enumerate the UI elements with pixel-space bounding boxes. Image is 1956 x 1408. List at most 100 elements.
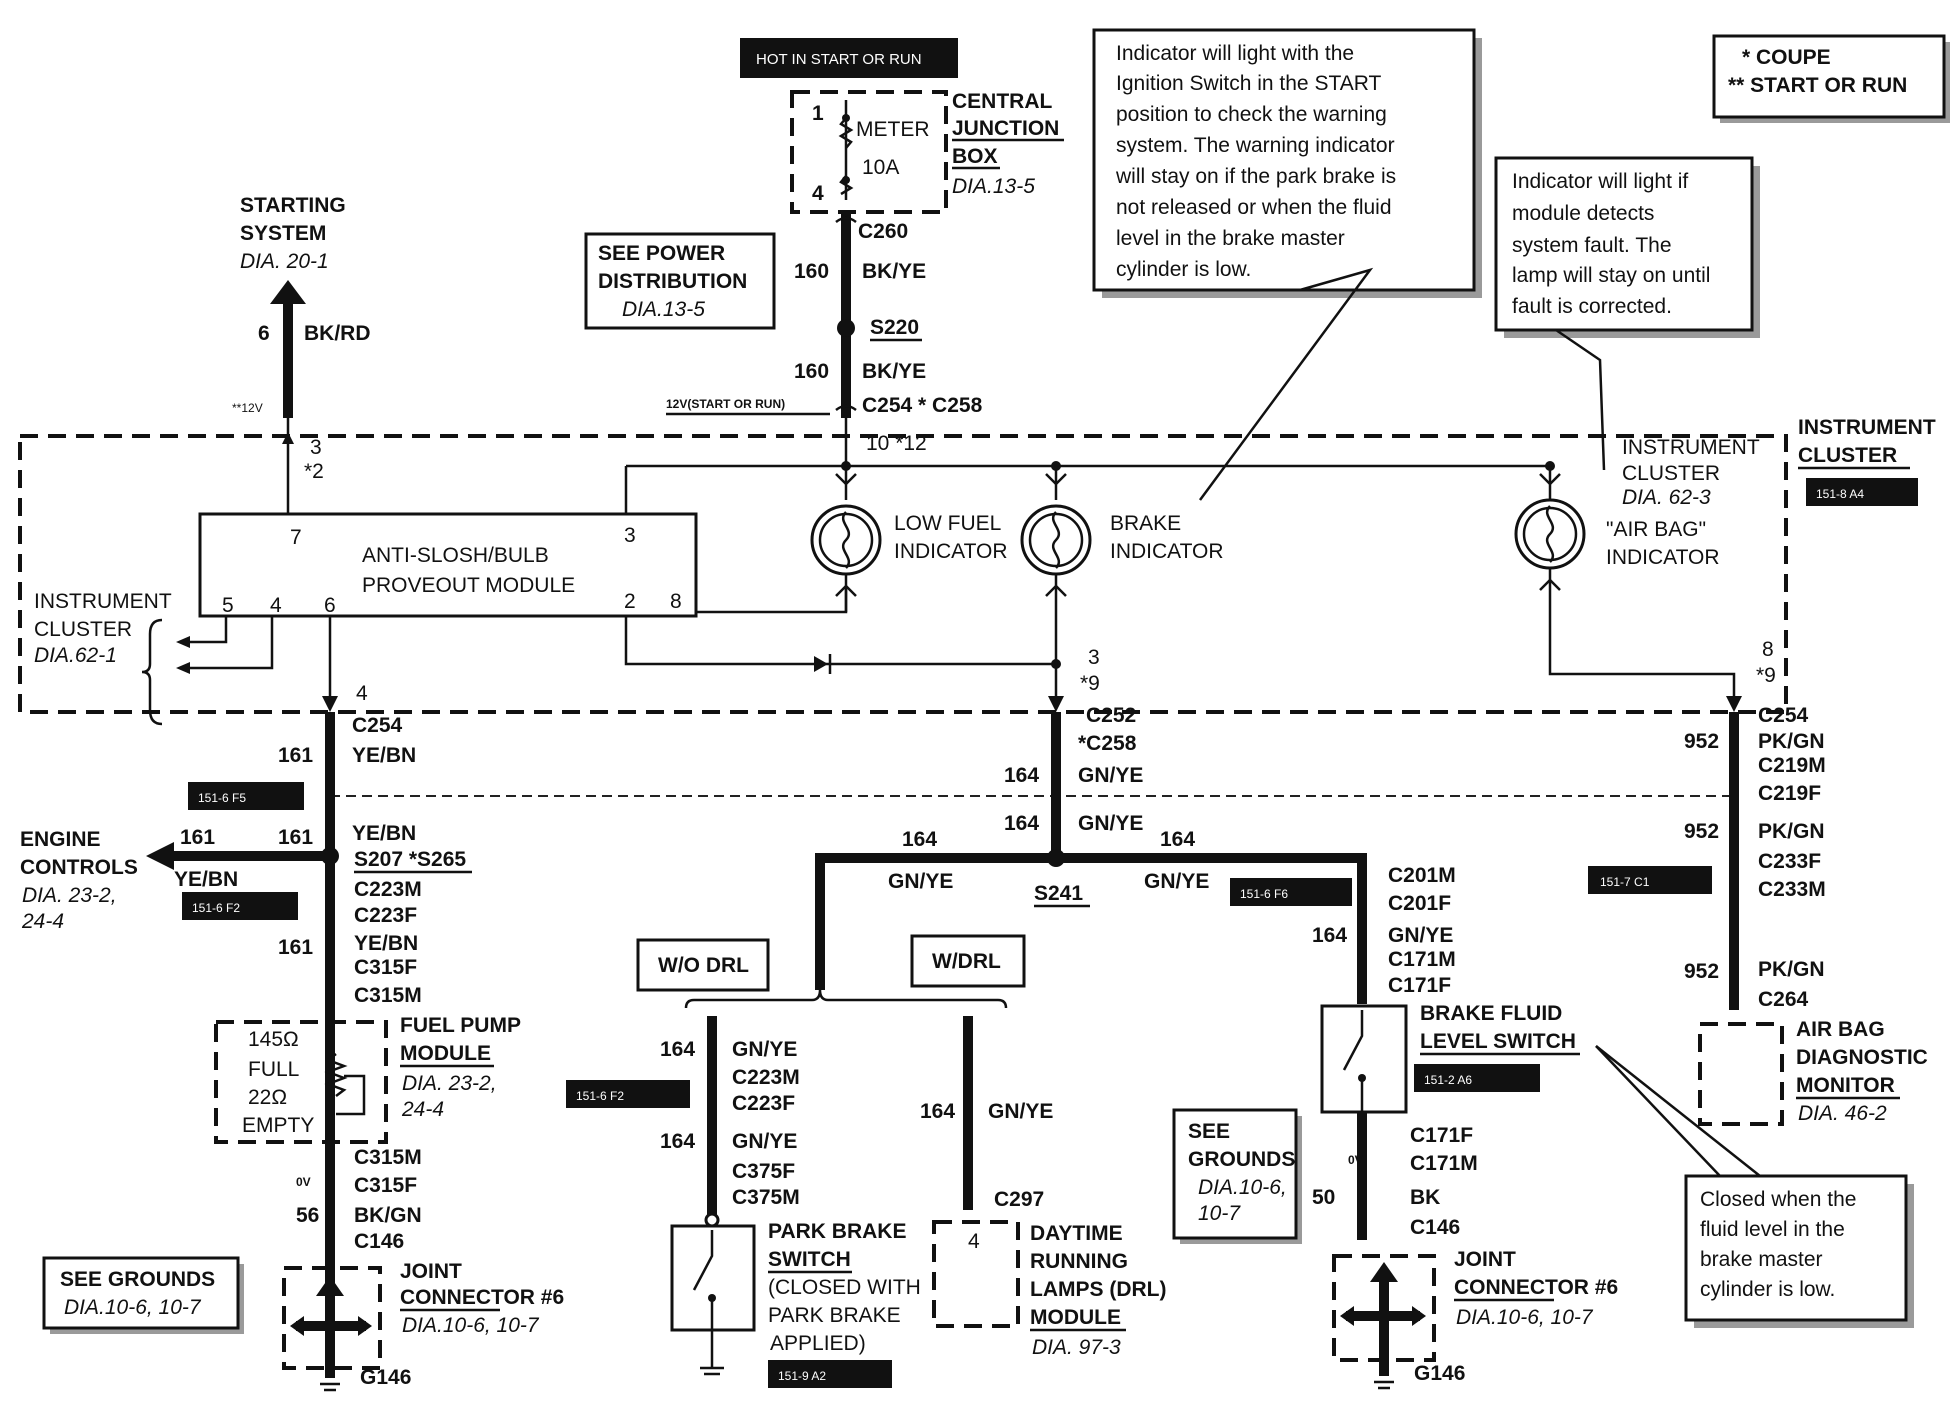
svg-text:GN/YE: GN/YE (732, 1038, 797, 1061)
svg-text:BK/RD: BK/RD (304, 322, 371, 345)
svg-text:952: 952 (1684, 960, 1719, 983)
svg-text:module detects: module detects (1512, 202, 1654, 225)
svg-text:*C258: *C258 (1078, 732, 1137, 755)
svg-text:level in the brake master: level in the brake master (1116, 227, 1345, 250)
svg-text:PK/GN: PK/GN (1758, 730, 1825, 753)
svg-text:DIA.13-5: DIA.13-5 (952, 175, 1035, 198)
svg-text:*9: *9 (1756, 664, 1776, 687)
svg-text:4: 4 (356, 682, 368, 705)
svg-text:INSTRUMENT: INSTRUMENT (1622, 436, 1760, 459)
park-brake-branch: 164 GN/YE C223M C223F 151-6 F2 164 GN/YE… (566, 1016, 921, 1388)
svg-text:G146: G146 (1414, 1362, 1465, 1385)
svg-text:DIA.10-6, 10-7: DIA.10-6, 10-7 (1456, 1306, 1594, 1329)
svg-text:151-6 F2: 151-6 F2 (576, 1089, 624, 1103)
svg-text:161: 161 (180, 826, 215, 849)
svg-text:system fault. The: system fault. The (1512, 234, 1672, 257)
svg-text:C171M: C171M (1388, 948, 1456, 971)
svg-text:C233M: C233M (1758, 878, 1826, 901)
svg-text:YE/BN: YE/BN (352, 744, 416, 767)
svg-text:Indicator will light with the: Indicator will light with the (1116, 42, 1354, 65)
svg-text:151-7 C1: 151-7 C1 (1600, 875, 1650, 889)
svg-text:EMPTY: EMPTY (242, 1114, 314, 1137)
svg-text:CONTROLS: CONTROLS (20, 856, 138, 879)
svg-text:GN/YE: GN/YE (988, 1100, 1053, 1123)
legend-start-run: ** START OR RUN (1728, 74, 1907, 97)
anti-slosh-module: ANTI-SLOSH/BULB PROVEOUT MODULE 7 3 5 4 … (198, 512, 698, 618)
svg-text:DIA. 97-3: DIA. 97-3 (1032, 1336, 1121, 1359)
fuse-name: METER (856, 118, 930, 141)
svg-text:CENTRAL: CENTRAL (952, 90, 1052, 113)
svg-text:BK: BK (1410, 1186, 1440, 1209)
svg-text:APPLIED): APPLIED) (770, 1332, 866, 1355)
svg-text:3: 3 (1088, 646, 1100, 669)
svg-text:not released or when the fluid: not released or when the fluid (1116, 196, 1392, 219)
svg-text:YE/BN: YE/BN (352, 822, 416, 845)
svg-text:ANTI-SLOSH/BULB: ANTI-SLOSH/BULB (362, 544, 549, 567)
svg-text:DIA. 23-2,: DIA. 23-2, (22, 884, 117, 907)
svg-text:CLUSTER: CLUSTER (1622, 462, 1720, 485)
svg-text:GN/YE: GN/YE (888, 870, 953, 893)
starting-system: STARTING SYSTEM DIA. 20-1 6 BK/RD **12V … (232, 194, 371, 483)
svg-text:INDICATOR: INDICATOR (894, 540, 1008, 563)
svg-text:S220: S220 (870, 316, 919, 339)
airbag-indicator-lamp: 8 *9 INSTRUMENT CLUSTER DIA. 62-3 "AIR B… (1514, 436, 1776, 712)
svg-text:C254 * C258: C254 * C258 (862, 394, 983, 417)
svg-text:952: 952 (1684, 730, 1719, 753)
svg-text:fluid level in the: fluid level in the (1700, 1218, 1845, 1241)
svg-text:SEE: SEE (1188, 1120, 1230, 1143)
svg-text:PK/GN: PK/GN (1758, 820, 1825, 843)
svg-text:0V: 0V (1348, 1153, 1363, 1167)
svg-text:GROUNDS: GROUNDS (1188, 1148, 1295, 1171)
svg-text:YE/BN: YE/BN (174, 868, 238, 891)
svg-text:SYSTEM: SYSTEM (240, 222, 326, 245)
svg-text:C223M: C223M (354, 878, 422, 901)
svg-text:164: 164 (1160, 828, 1195, 851)
svg-text:164: 164 (1004, 812, 1039, 835)
svg-text:INDICATOR: INDICATOR (1110, 540, 1224, 563)
svg-text:CLUSTER: CLUSTER (34, 618, 132, 641)
svg-text:DAYTIME: DAYTIME (1030, 1222, 1123, 1245)
svg-text:MONITOR: MONITOR (1796, 1074, 1895, 1097)
svg-text:YE/BN: YE/BN (354, 932, 418, 955)
svg-text:22Ω: 22Ω (248, 1086, 287, 1109)
drl-module-branch: 164 GN/YE C297 4 DAYTIME RUNNING LAMPS (… (920, 1016, 1166, 1359)
svg-text:JOINT: JOINT (1454, 1248, 1516, 1271)
svg-text:W/DRL: W/DRL (932, 950, 1001, 973)
legend-box: * COUPE ** START OR RUN (1712, 34, 1950, 123)
fuse-pin-1: 1 (812, 102, 824, 125)
svg-text:DIA.62-1: DIA.62-1 (34, 644, 117, 667)
svg-text:2: 2 (624, 590, 636, 613)
hot-label: HOT IN START OR RUN (740, 38, 958, 78)
brake-fluid-branch: C201M C201F 164 GN/YE C171M C171F BRAKE … (1172, 858, 1618, 1390)
svg-text:160: 160 (794, 260, 829, 283)
svg-text:(CLOSED WITH: (CLOSED WITH (768, 1276, 921, 1299)
svg-text:3: 3 (310, 436, 322, 459)
svg-text:C254: C254 (1758, 704, 1809, 727)
svg-text:AIR BAG: AIR BAG (1796, 1018, 1885, 1041)
svg-text:4: 4 (968, 1230, 980, 1253)
svg-text:brake master: brake master (1700, 1248, 1823, 1271)
svg-text:PROVEOUT MODULE: PROVEOUT MODULE (362, 574, 575, 597)
svg-text:C315F: C315F (354, 1174, 417, 1197)
brake-indicator-lamp: BRAKE INDICATOR 3 *9 4 (356, 466, 1224, 712)
svg-text:DIA.13-5: DIA.13-5 (622, 298, 705, 321)
callout-fluid-level: Closed when the fluid level in the brake… (1595, 1045, 1914, 1328)
svg-text:C146: C146 (354, 1230, 404, 1253)
svg-text:151-2 A6: 151-2 A6 (1424, 1073, 1472, 1087)
central-junction-fuse: 1 4 METER 10A (790, 90, 948, 214)
svg-text:5: 5 (222, 594, 234, 617)
legend-coupe: * COUPE (1742, 46, 1831, 69)
svg-text:Closed when the: Closed when the (1700, 1188, 1856, 1211)
svg-text:C171F: C171F (1410, 1124, 1473, 1147)
svg-text:S207 *S265: S207 *S265 (354, 848, 466, 871)
svg-text:10 *12: 10 *12 (866, 432, 927, 455)
svg-text:PARK BRAKE: PARK BRAKE (768, 1220, 906, 1243)
svg-text:MODULE: MODULE (400, 1042, 491, 1065)
svg-text:FUEL PUMP: FUEL PUMP (400, 1014, 521, 1037)
svg-text:INDICATOR: INDICATOR (1606, 546, 1720, 569)
svg-text:8: 8 (1762, 638, 1774, 661)
svg-text:C375M: C375M (732, 1186, 800, 1209)
svg-text:C146: C146 (1410, 1216, 1460, 1239)
fuse-pin-4: 4 (812, 182, 824, 205)
